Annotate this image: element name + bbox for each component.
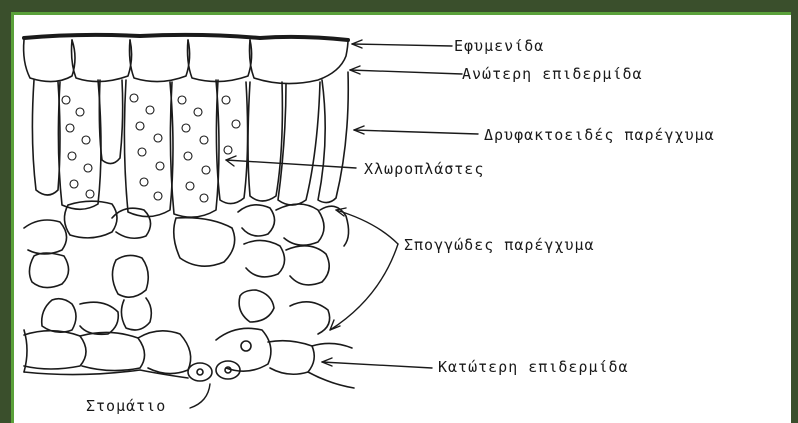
label-palisade: Δρυφακτοειδές παρέγχυμα (484, 126, 715, 144)
label-stoma: Στομάτιο (86, 397, 166, 415)
spongy-cells (24, 201, 349, 334)
label-chloroplasts: Χλωροπλάστες (364, 160, 484, 178)
label-upper-epidermis: Ανώτερη επιδερμίδα (462, 65, 643, 83)
upper-epidermis-cells (24, 40, 348, 84)
label-lower-epidermis: Κατώτερη επιδερμίδα (438, 358, 629, 376)
stoma (188, 341, 251, 381)
label-spongy: Σπογγώδες παρέγχυμα (404, 236, 595, 254)
chloroplast-dots (62, 94, 240, 202)
lower-epidermis (24, 328, 354, 388)
pointer-lines (190, 40, 478, 408)
palisade-cells (32, 72, 348, 217)
cuticle (24, 35, 348, 40)
label-cuticle: Εφυμενίδα (454, 37, 544, 55)
